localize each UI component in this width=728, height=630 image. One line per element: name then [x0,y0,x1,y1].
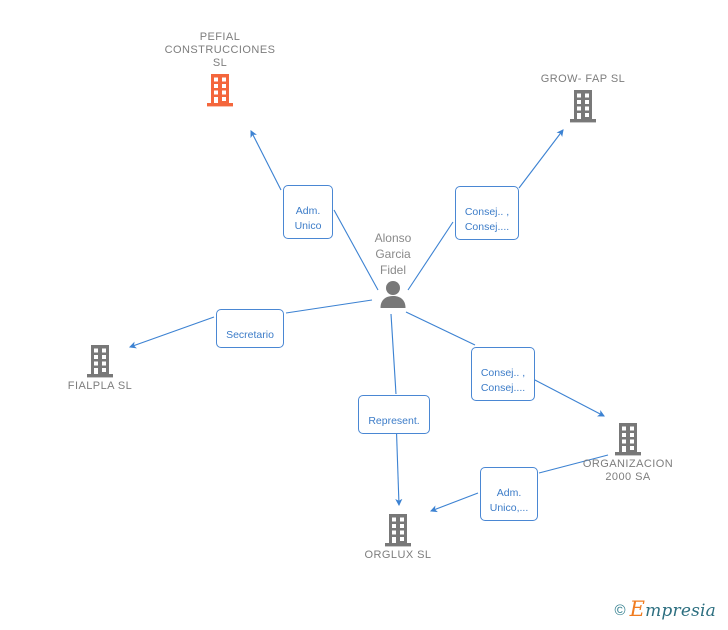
node-label-pefial: PEFIAL CONSTRUCCIONES SL [164,31,276,69]
node-label-grow-fap: GROW- FAP SL [540,73,626,85]
edge-label-representante-orglux[interactable]: Represent. [358,395,430,434]
node-fialpla[interactable]: FIALPLA SL [30,344,170,393]
edge-label-secretario-fialpla[interactable]: Secretario [216,309,284,348]
edge-label-text: Consej.. , Consej.... [480,367,526,394]
brand-initial: E [629,597,646,621]
node-pefial-construcciones[interactable]: PEFIAL CONSTRUCCIONES SL [150,31,290,107]
person-name-label: Alonso Garcia Fidel [374,231,412,277]
edge-label-text: Secretario [226,329,274,341]
edge-label-text: Adm. Unico,... [489,487,529,514]
node-organizacion-2000[interactable]: ORGANIZACION 2000 SA [558,422,698,484]
building-icon [570,90,596,123]
brand-rest: mpresia [645,601,716,621]
node-label-organizacion-2000: ORGANIZACION 2000 SA [582,458,674,483]
building-icon [87,345,113,378]
node-person-alonso-garcia-fidel[interactable]: Alonso Garcia Fidel [313,230,473,308]
node-orglux[interactable]: ORGLUX SL [328,513,468,562]
edge-line-growfap-upper [518,129,564,189]
edge-line-fialpla-right [285,299,373,314]
edge-line-pefial-upper [250,130,282,191]
edge-line-org2000-orglux-right [538,454,609,474]
watermark-empresia: © Empresia [614,599,716,621]
edge-line-pefial-lower [333,209,379,291]
edge-label-consejero-organizacion-2000[interactable]: Consej.. , Consej.... [471,347,535,401]
edge-line-orglux-upper [390,313,397,395]
building-icon [615,423,641,456]
node-label-orglux: ORGLUX SL [364,549,432,561]
edge-line-org2000-orglux-left [429,492,479,513]
edge-line-growfap-lower [407,221,454,291]
edge-label-text: Adm. Unico [294,205,322,232]
edge-label-consejero-grow-fap[interactable]: Consej.. , Consej.... [455,186,519,240]
edge-label-text: Consej.. , Consej.... [464,206,510,233]
brand-wordmark: Empresia [630,599,716,621]
edge-line-org2000-lower [532,378,605,417]
edge-label-adm-unico-orglux[interactable]: Adm. Unico,... [480,467,538,521]
person-icon [380,281,406,308]
edge-line-fialpla-left [128,316,215,349]
building-icon [385,514,411,547]
edge-line-org2000-upper [405,311,476,346]
edge-label-text: Represent. [368,415,420,427]
edge-label-adm-unico-pefial[interactable]: Adm. Unico [283,185,333,239]
node-grow-fap[interactable]: GROW- FAP SL [513,73,653,123]
building-icon [207,74,233,107]
copyright-icon: © [614,602,626,619]
node-label-fialpla: FIALPLA SL [67,380,133,392]
